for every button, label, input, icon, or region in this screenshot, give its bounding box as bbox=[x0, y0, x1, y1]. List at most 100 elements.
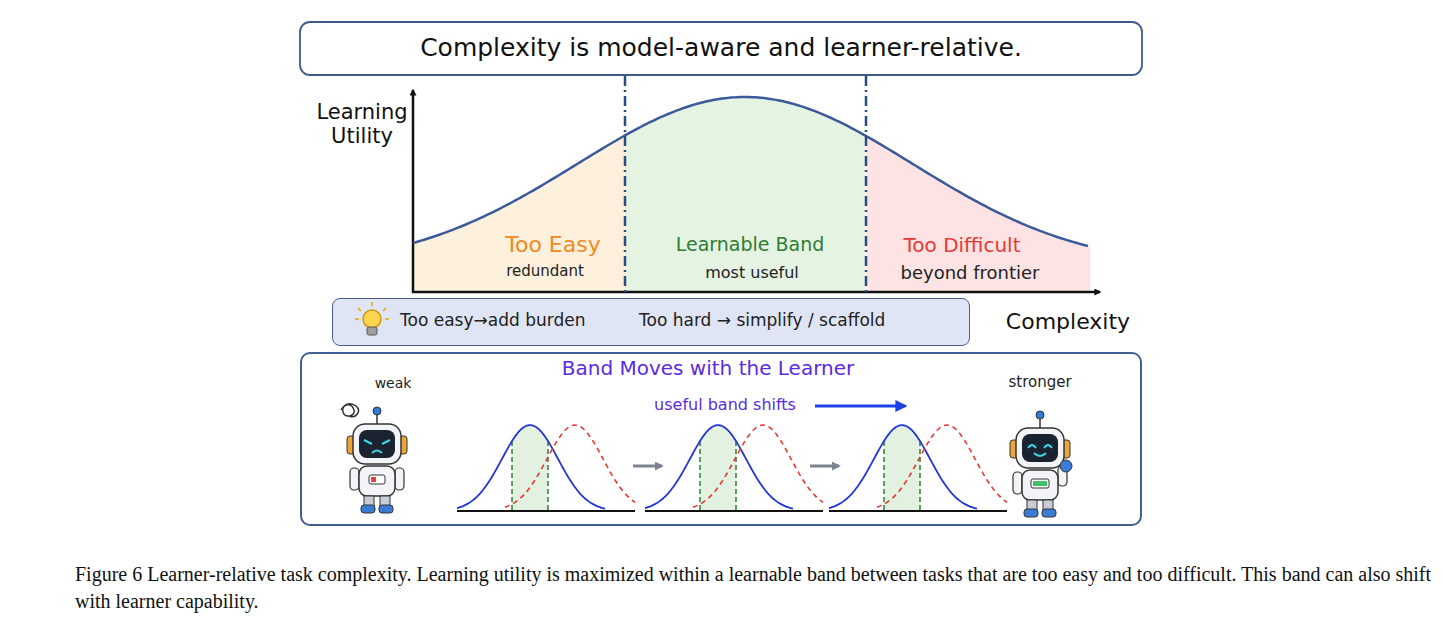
weak-robot bbox=[347, 436, 355, 454]
learnable-band: Learnable Band most useful bbox=[625, 88, 866, 292]
strong-robot bbox=[1016, 428, 1064, 468]
mini-band-chart bbox=[699, 441, 701, 511]
lightbulb-icon bbox=[367, 327, 377, 335]
strong-robot bbox=[1013, 472, 1022, 494]
weak-robot bbox=[371, 477, 376, 482]
weak-robot bbox=[361, 505, 375, 513]
learner-panel: Band Moves with the Learner weak useful ba… bbox=[300, 352, 1142, 526]
mini-band-chart bbox=[645, 510, 823, 512]
utility-curve bbox=[413, 97, 1088, 246]
learner-label: stronger bbox=[1008, 374, 1071, 391]
figure-caption: Figure 6 Learner-relative task complexit… bbox=[75, 561, 1435, 615]
mini-band-chart bbox=[884, 425, 920, 511]
weak-robot bbox=[372, 451, 382, 454]
weak-robot bbox=[399, 436, 407, 454]
band-title: Too Easy bbox=[505, 232, 600, 257]
title-box bbox=[300, 22, 1142, 75]
band-boundary bbox=[865, 76, 868, 292]
weak-robot bbox=[379, 505, 393, 513]
mini-band-chart bbox=[547, 441, 549, 511]
too-difficult-band: Too Difficultbeyond frontier bbox=[866, 88, 1090, 292]
strong-robot bbox=[1062, 440, 1070, 458]
hint-text: Too hard → simplify / scaffold bbox=[639, 311, 885, 331]
mini-band-chart bbox=[919, 441, 921, 511]
weak-robot bbox=[350, 468, 359, 490]
mini-band-chart bbox=[735, 441, 737, 511]
strong-robot bbox=[1039, 418, 1041, 429]
strong-robot bbox=[1036, 411, 1044, 419]
strong-robot bbox=[1043, 500, 1053, 511]
mini-band-chart bbox=[505, 425, 635, 507]
mini-band-chart bbox=[512, 425, 548, 511]
band-fill bbox=[625, 97, 865, 292]
mini-band-chart bbox=[829, 425, 977, 509]
mini-band-chart bbox=[645, 425, 793, 509]
lightbulb-icon bbox=[385, 318, 389, 320]
axis-label: Complexity bbox=[1006, 309, 1130, 334]
shift-arrow bbox=[575, 405, 638, 408]
step-arrow bbox=[633, 466, 839, 467]
mini-band-chart bbox=[457, 425, 605, 509]
band-note: beyond frontier bbox=[900, 263, 1039, 284]
step-arrow bbox=[810, 465, 839, 468]
axis-label: Learning Utility bbox=[307, 100, 417, 148]
utility-curve bbox=[413, 97, 1088, 246]
axes bbox=[412, 291, 1100, 294]
lightbulb-icon bbox=[363, 310, 381, 328]
lightbulb-icon bbox=[358, 308, 361, 311]
mini-band-chart bbox=[457, 425, 1007, 511]
band-title: Learnable Band bbox=[676, 234, 825, 256]
band-fill bbox=[866, 136, 1090, 292]
strong-robot bbox=[1034, 453, 1046, 456]
mini-band-chart bbox=[877, 425, 1007, 507]
lightbulb-icon bbox=[371, 302, 373, 306]
strong-robot bbox=[1033, 481, 1047, 486]
hint-box: Too easy→add burden Too hard → simplify /… bbox=[332, 298, 970, 346]
strong-robot bbox=[1060, 460, 1072, 472]
shift-label: useful band shifts bbox=[654, 396, 796, 414]
lightbulb-icon bbox=[355, 302, 389, 335]
weak-robot bbox=[364, 496, 374, 507]
weak-robot bbox=[359, 466, 395, 496]
too-easy-band: Too Easy redundant bbox=[413, 88, 625, 292]
band-shape bbox=[866, 88, 1090, 292]
mini-band-chart bbox=[511, 441, 513, 511]
panel-heading: Band Moves with the Learner bbox=[562, 357, 855, 380]
band-note: redundant bbox=[506, 263, 584, 280]
strong-robot bbox=[1022, 434, 1058, 462]
mini-band-chart bbox=[883, 441, 885, 511]
band-boundary bbox=[624, 76, 627, 292]
weak-robot bbox=[364, 440, 390, 444]
weak-robot bbox=[380, 496, 390, 507]
weak-robot bbox=[395, 468, 404, 490]
strong-robot bbox=[1028, 445, 1052, 448]
mini-band-chart bbox=[693, 425, 823, 507]
band-shape bbox=[625, 88, 866, 292]
step-arrow bbox=[633, 465, 662, 468]
strong-robot bbox=[1010, 411, 1072, 517]
strong-robot bbox=[1024, 509, 1038, 517]
band-fill bbox=[413, 135, 625, 292]
hint-text: Too easy→add burden bbox=[400, 311, 585, 331]
mini-band-chart bbox=[457, 510, 635, 512]
lightbulb-icon bbox=[383, 308, 386, 311]
strong-robot bbox=[1010, 440, 1018, 458]
strong-robot bbox=[1058, 466, 1067, 486]
shift-arrow bbox=[815, 405, 905, 408]
figure-title: Complexity is model-aware and learner-re… bbox=[420, 34, 1022, 63]
strong-robot bbox=[1031, 479, 1049, 488]
learner-label: weak bbox=[375, 375, 412, 391]
weak-robot bbox=[341, 404, 358, 417]
strong-robot bbox=[1022, 470, 1058, 500]
weak-robot bbox=[369, 475, 385, 484]
weak-robot bbox=[341, 404, 407, 513]
weak-robot bbox=[376, 414, 378, 425]
strong-robot bbox=[1027, 500, 1037, 511]
mini-band-chart bbox=[700, 425, 736, 511]
band-note: most useful bbox=[705, 264, 799, 282]
axes bbox=[412, 90, 1100, 293]
weak-robot bbox=[359, 430, 395, 458]
weak-robot bbox=[373, 407, 381, 415]
lightbulb-icon bbox=[355, 318, 359, 320]
